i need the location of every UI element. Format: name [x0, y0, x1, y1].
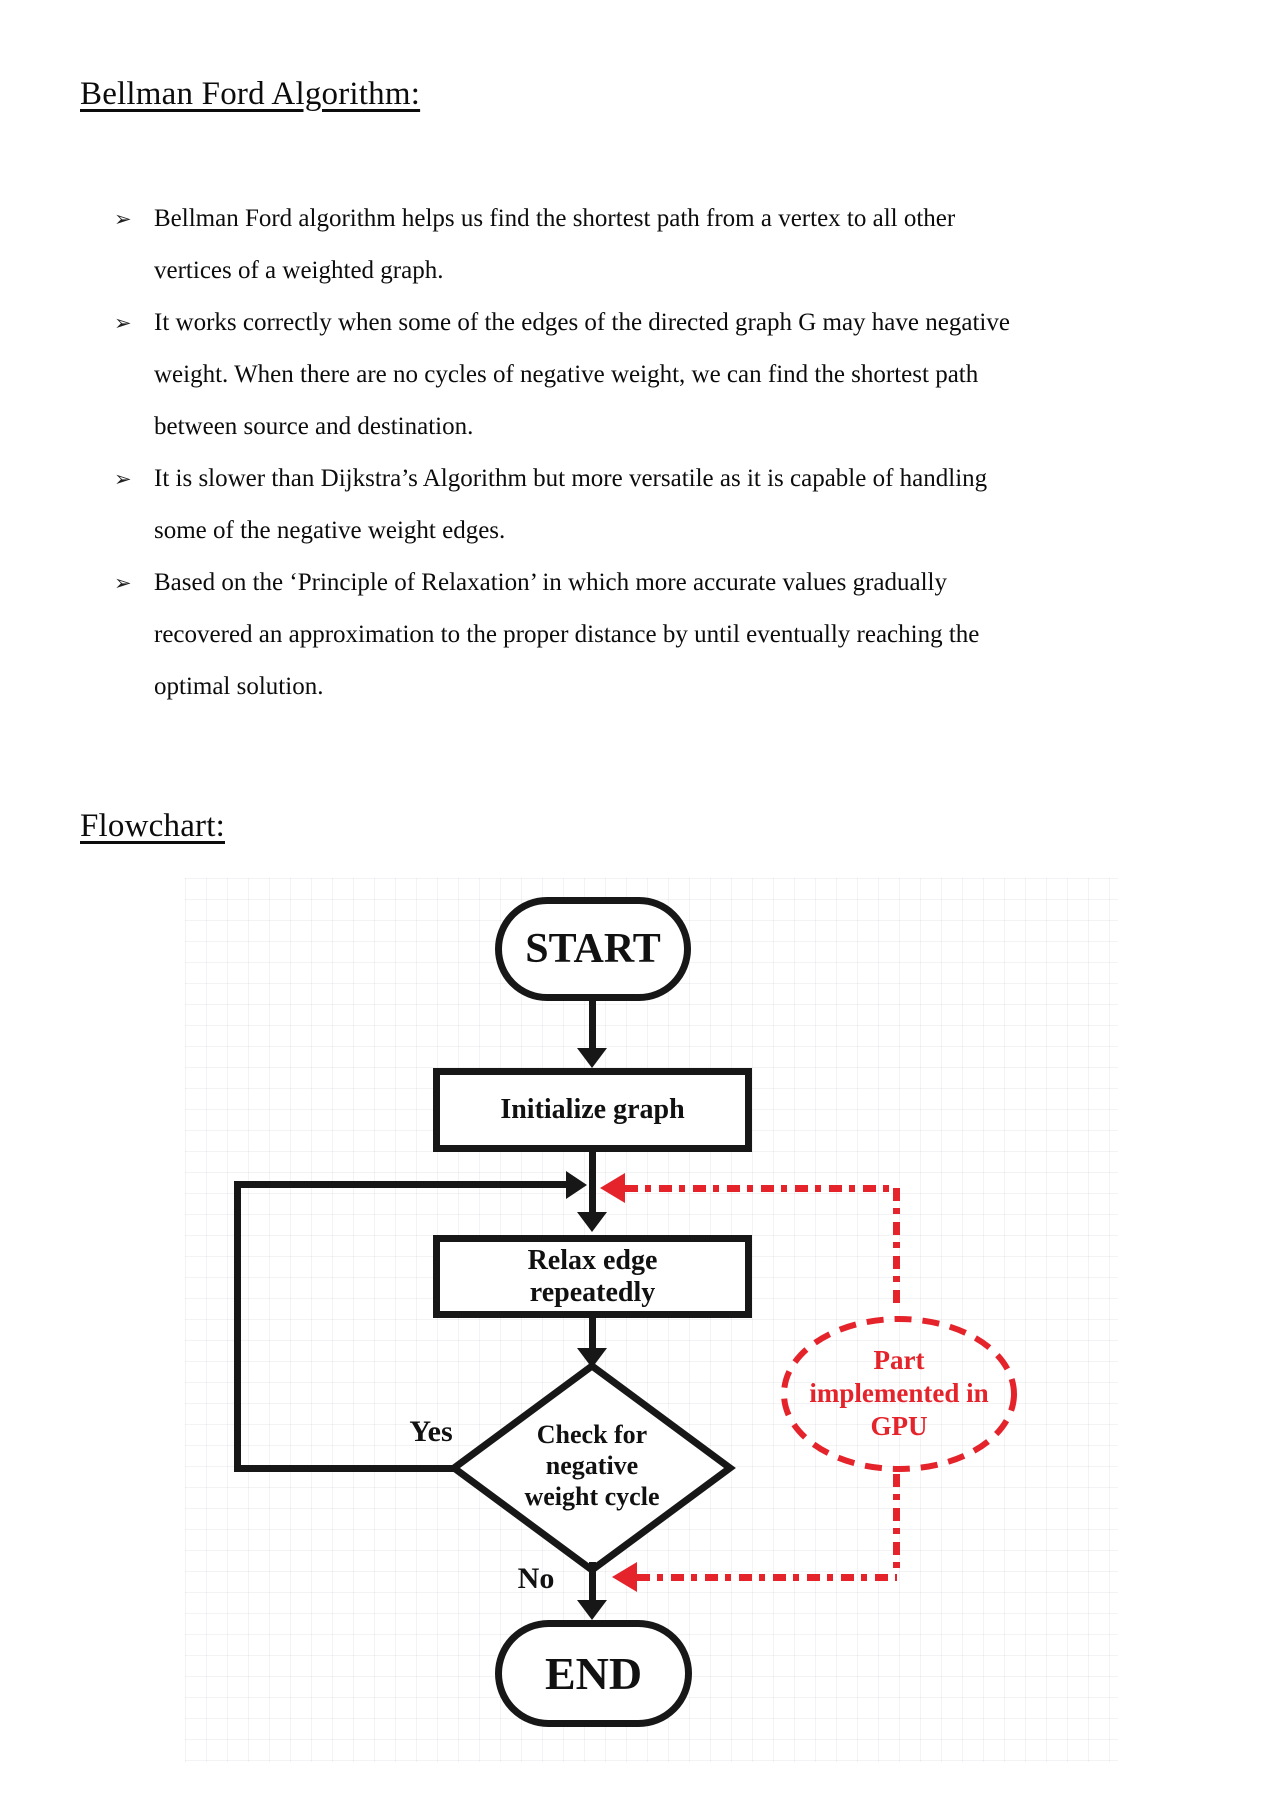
grid-background	[185, 878, 1118, 1762]
arrow-bullet-icon: ➢	[114, 467, 132, 491]
start-node: START	[495, 897, 691, 1001]
relax-line2: repeatedly	[529, 1276, 656, 1308]
arrow-bullet-icon: ➢	[114, 571, 132, 595]
arrow-relax-decision	[589, 1318, 596, 1348]
loop-arrow-top	[234, 1181, 566, 1188]
gpu-annotation-line3: GPU	[870, 1411, 928, 1441]
start-label: START	[525, 926, 661, 972]
loop-arrow-left	[234, 1181, 241, 1472]
bullet-line: ➢ It is slower than Dijkstra’s Algorithm…	[80, 453, 1160, 505]
decision-line1: Check for	[536, 1420, 648, 1449]
bullet-text: between source and destination.	[154, 413, 474, 440]
bullet-line: ➢ Bellman Ford algorithm helps us find t…	[80, 193, 1160, 245]
loop-arrow-bottom	[234, 1465, 462, 1472]
initialize-label: Initialize graph	[500, 1094, 685, 1125]
initialize-node: Initialize graph	[433, 1068, 752, 1152]
bullet-text: Based on the ‘Principle of Relaxation’ i…	[154, 569, 948, 596]
decision-line3: weight cycle	[524, 1482, 660, 1511]
bullet-text: It works correctly when some of the edge…	[154, 309, 1010, 336]
gpu-link-bottom-vertical	[893, 1474, 900, 1574]
page-title: Bellman Ford Algorithm:	[80, 76, 421, 112]
gpu-annotation-line2: implemented in	[809, 1378, 989, 1408]
bullet-line: recovered an approximation to the proper…	[80, 609, 1160, 661]
gpu-link-top-horizontal	[625, 1185, 897, 1192]
bullet-text: some of the negative weight edges.	[154, 517, 506, 544]
bullet-line: between source and destination.	[80, 401, 1160, 453]
down-arrowhead-icon	[577, 1212, 607, 1232]
bullet-line: ➢ Based on the ‘Principle of Relaxation’…	[80, 557, 1160, 609]
down-arrowhead-icon	[577, 1048, 607, 1068]
gpu-annotation-line1: Part	[873, 1345, 925, 1375]
end-node: END	[495, 1620, 692, 1727]
flowchart-heading: Flowchart:	[80, 808, 225, 844]
arrow-initialize-relax	[589, 1152, 596, 1212]
down-arrowhead-icon	[577, 1348, 607, 1368]
bullet-list: ➢ Bellman Ford algorithm helps us find t…	[80, 193, 1160, 713]
gpu-link-top-vertical	[893, 1188, 900, 1310]
bullet-line: some of the negative weight edges.	[80, 505, 1160, 557]
bullet-text: vertices of a weighted graph.	[154, 257, 444, 284]
yes-label: Yes	[409, 1415, 453, 1448]
red-left-arrowhead-icon	[600, 1173, 625, 1203]
gpu-annotation-label: Part implemented in GPU	[777, 1344, 1021, 1443]
decision-line2: negative	[545, 1451, 639, 1480]
arrow-decision-end	[589, 1562, 596, 1600]
bullet-text: weight. When there are no cycles of nega…	[154, 361, 979, 388]
bullet-line: optimal solution.	[80, 661, 1160, 713]
relax-node: Relax edge repeatedly	[433, 1235, 752, 1318]
arrow-start-initialize	[589, 1001, 596, 1048]
relax-label: Relax edge repeatedly	[528, 1245, 658, 1309]
bullet-text: Bellman Ford algorithm helps us find the…	[154, 205, 956, 232]
no-label: No	[517, 1562, 555, 1595]
arrow-bullet-icon: ➢	[114, 207, 132, 231]
bullet-text: It is slower than Dijkstra’s Algorithm b…	[154, 465, 988, 492]
bullet-line: weight. When there are no cycles of nega…	[80, 349, 1160, 401]
flowchart-diagram: START Initialize graph Relax edge repeat…	[0, 870, 1280, 1811]
arrow-bullet-icon: ➢	[114, 311, 132, 335]
red-left-arrowhead-icon	[612, 1562, 637, 1592]
bullet-text: recovered an approximation to the proper…	[154, 621, 980, 648]
decision-label: Check for negative weight cycle	[448, 1419, 736, 1512]
bullet-line: vertices of a weighted graph.	[80, 245, 1160, 297]
end-label: END	[544, 1648, 643, 1699]
gpu-link-bottom-horizontal	[637, 1574, 897, 1581]
down-arrowhead-icon	[577, 1600, 607, 1620]
relax-line1: Relax edge	[527, 1244, 658, 1276]
bullet-text: optimal solution.	[154, 673, 324, 700]
right-arrowhead-icon	[566, 1171, 587, 1199]
gpu-annotation-ellipse	[781, 1316, 1017, 1472]
bullet-line: ➢ It works correctly when some of the ed…	[80, 297, 1160, 349]
